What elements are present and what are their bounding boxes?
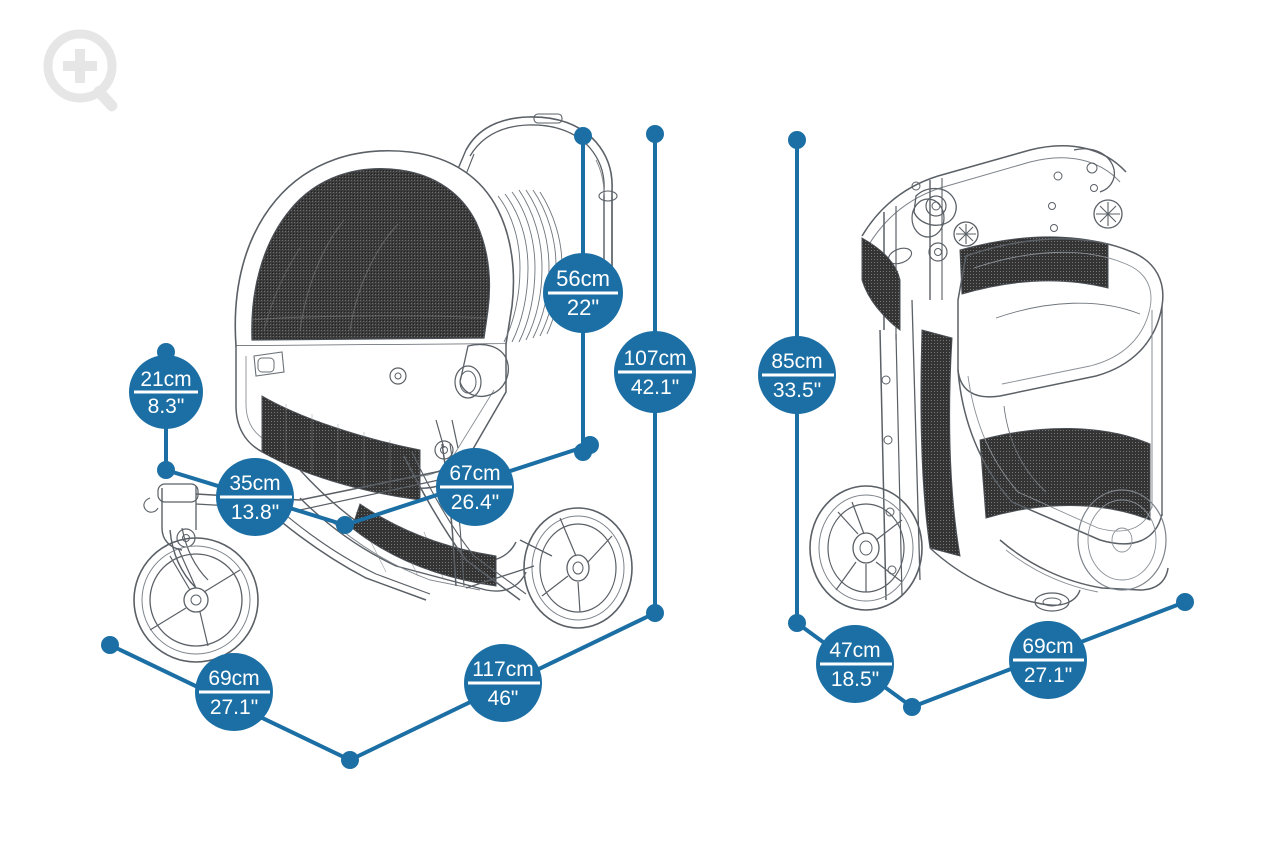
badge-value-in: 27.1"	[1024, 664, 1072, 687]
callout-badge-seat-depth[interactable]: 67cm 26.4"	[436, 448, 514, 526]
badge-value-cm: 107cm	[623, 347, 686, 370]
callout-badge-seat-width[interactable]: 35cm 13.8"	[216, 458, 294, 536]
badge-value-cm: 69cm	[1022, 635, 1073, 658]
badge-value-in: 8.3"	[148, 395, 185, 418]
badge-value-in: 22"	[567, 295, 599, 320]
badge-value-in: 42.1"	[631, 376, 679, 399]
callout-badge-overall-height[interactable]: 107cm 42.1"	[614, 331, 696, 413]
callout-badge-base-width[interactable]: 69cm 27.1"	[195, 653, 273, 731]
callout-badge-folded-length[interactable]: 69cm 27.1"	[1009, 621, 1087, 699]
badge-value-cm: 35cm	[229, 472, 280, 495]
badge-value-cm: 117cm	[472, 658, 533, 681]
badge-value-in: 26.4"	[451, 491, 499, 514]
dimension-line-69cm-117cm	[101, 611, 657, 769]
badge-value-cm: 69cm	[208, 667, 259, 690]
badge-value-cm: 47cm	[829, 639, 880, 662]
callout-badge-overall-length[interactable]: 117cm 46"	[464, 644, 542, 722]
badge-value-in: 33.5"	[773, 379, 821, 402]
badge-value-in: 46"	[488, 687, 519, 710]
badge-value-cm: 21cm	[140, 368, 191, 391]
stroller-folded-illustration	[809, 145, 1169, 612]
badge-value-cm: 56cm	[556, 266, 610, 291]
stroller-open-illustration	[133, 113, 633, 663]
badge-value-in: 27.1"	[210, 696, 258, 719]
badge-value-in: 18.5"	[831, 668, 879, 691]
zoom-in-icon[interactable]	[38, 26, 142, 120]
badge-value-cm: 85cm	[771, 350, 822, 373]
callout-badge-canopy-height[interactable]: 56cm 22"	[543, 253, 623, 333]
callout-badge-handle-offset[interactable]: 21cm 8.3"	[129, 355, 203, 429]
badge-value-in: 13.8"	[231, 501, 279, 524]
badge-value-cm: 67cm	[449, 462, 500, 485]
callout-badge-folded-height[interactable]: 85cm 33.5"	[758, 336, 836, 414]
callout-badge-folded-width[interactable]: 47cm 18.5"	[816, 625, 894, 703]
